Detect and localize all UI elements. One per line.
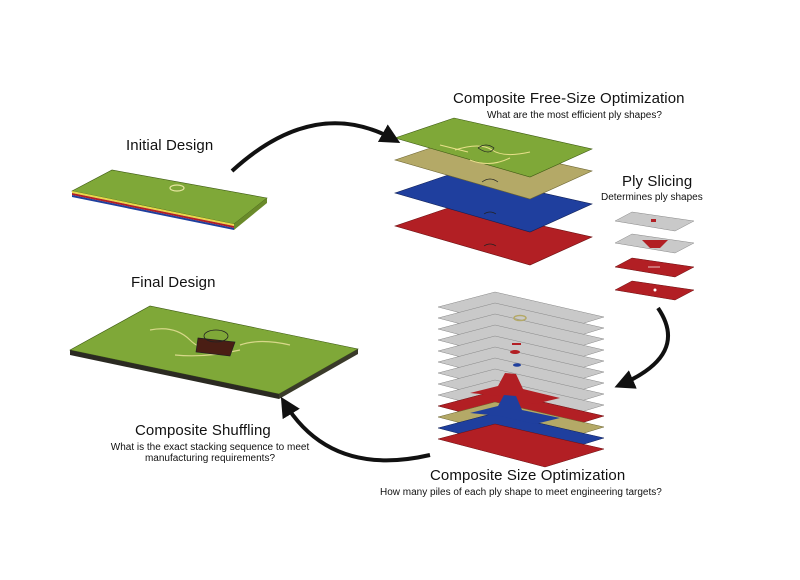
size-optimization-subtitle: How many piles of each ply shape to meet…	[380, 487, 662, 498]
ply-slicing-title: Ply Slicing	[622, 173, 693, 190]
composite-shuffling-subtitle-line1: What is the exact stacking sequence to m…	[110, 442, 310, 453]
free-size-ply-stack	[393, 117, 593, 266]
initial-design-title: Initial Design	[126, 137, 214, 154]
initial-design-laminate	[71, 169, 268, 230]
composite-shuffling-title: Composite Shuffling	[135, 422, 271, 439]
composite-shuffling-subtitle: What is the exact stacking sequence to m…	[100, 442, 320, 464]
free-size-optimization-subtitle: What are the most efficient ply shapes?	[487, 110, 662, 121]
hole-icon	[169, 184, 185, 192]
arrow-slicing-to-size	[614, 306, 670, 389]
free-size-optimization-title: Composite Free-Size Optimization	[453, 90, 685, 107]
final-design-title: Final Design	[131, 274, 216, 291]
ply-slicing-stack	[614, 211, 695, 301]
ply-slicing-subtitle: Determines ply shapes	[601, 192, 703, 203]
final-design-laminate	[69, 305, 359, 399]
size-optimization-ply-stack	[437, 291, 605, 468]
size-optimization-title: Composite Size Optimization	[430, 467, 626, 484]
arrow-size-to-shuffling	[280, 396, 431, 463]
composite-shuffling-subtitle-line2: manufacturing requirements?	[144, 453, 276, 464]
ply-red	[393, 205, 593, 266]
ply-blue	[393, 172, 593, 233]
arrow-initial-to-freesize	[230, 121, 401, 173]
